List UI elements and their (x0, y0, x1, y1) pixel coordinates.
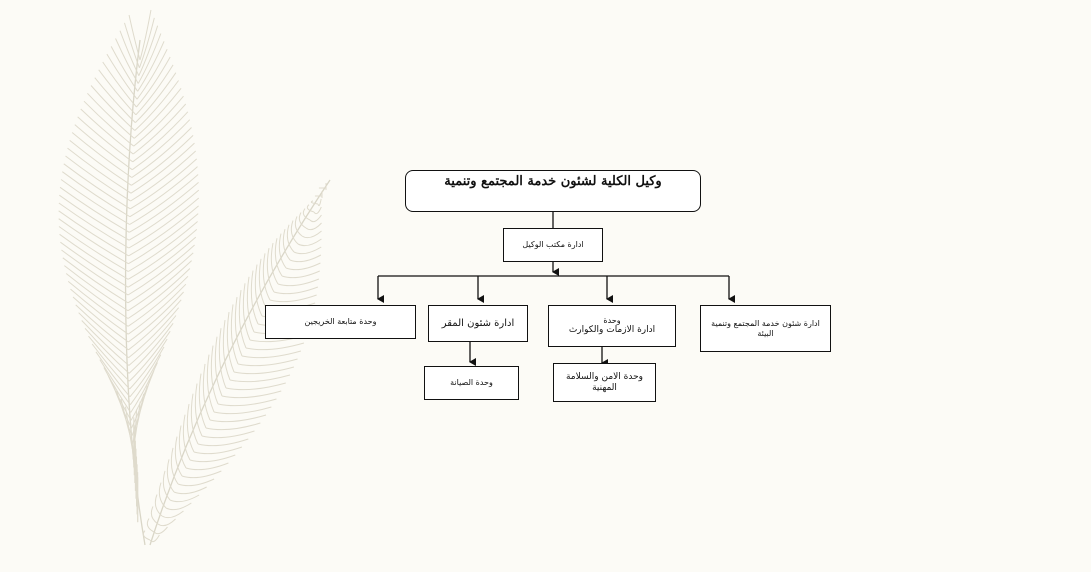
box-graduates-followup: وحدة متابعة الخريجين (265, 305, 416, 339)
premises-label: ادارة شئون المقر (441, 317, 515, 329)
graduates-label: وحدة متابعة الخريجين (304, 317, 377, 327)
community-service-label: ادارة شئون خدمة المجتمع وتنمية البيئة (711, 319, 820, 338)
root-label: وكيل الكلية لشئون خدمة المجتمع وتنمية (444, 174, 662, 189)
root-box-vice-dean: وكيل الكلية لشئون خدمة المجتمع وتنمية (405, 170, 701, 212)
office-label: ادارة مكتب الوكيل (522, 240, 584, 250)
box-safety-unit: وحدة الامن والسلامة المهنية (553, 363, 656, 402)
crisis-label: ادارة الازمات والكوارث (568, 325, 656, 336)
box-office-management: ادارة مكتب الوكيل (503, 228, 603, 262)
box-maintenance-unit: وحدة الصيانة (424, 366, 519, 400)
maintenance-label: وحدة الصيانة (450, 378, 493, 388)
box-premises-affairs: ادارة شئون المقر (428, 305, 528, 342)
box-crisis-management: وحدة ادارة الازمات والكوارث (548, 305, 676, 347)
safety-label: وحدة الامن والسلامة المهنية (565, 372, 643, 393)
crisis-unit-top-label: وحدة (603, 316, 621, 326)
box-community-service: ادارة شئون خدمة المجتمع وتنمية البيئة (700, 305, 831, 352)
